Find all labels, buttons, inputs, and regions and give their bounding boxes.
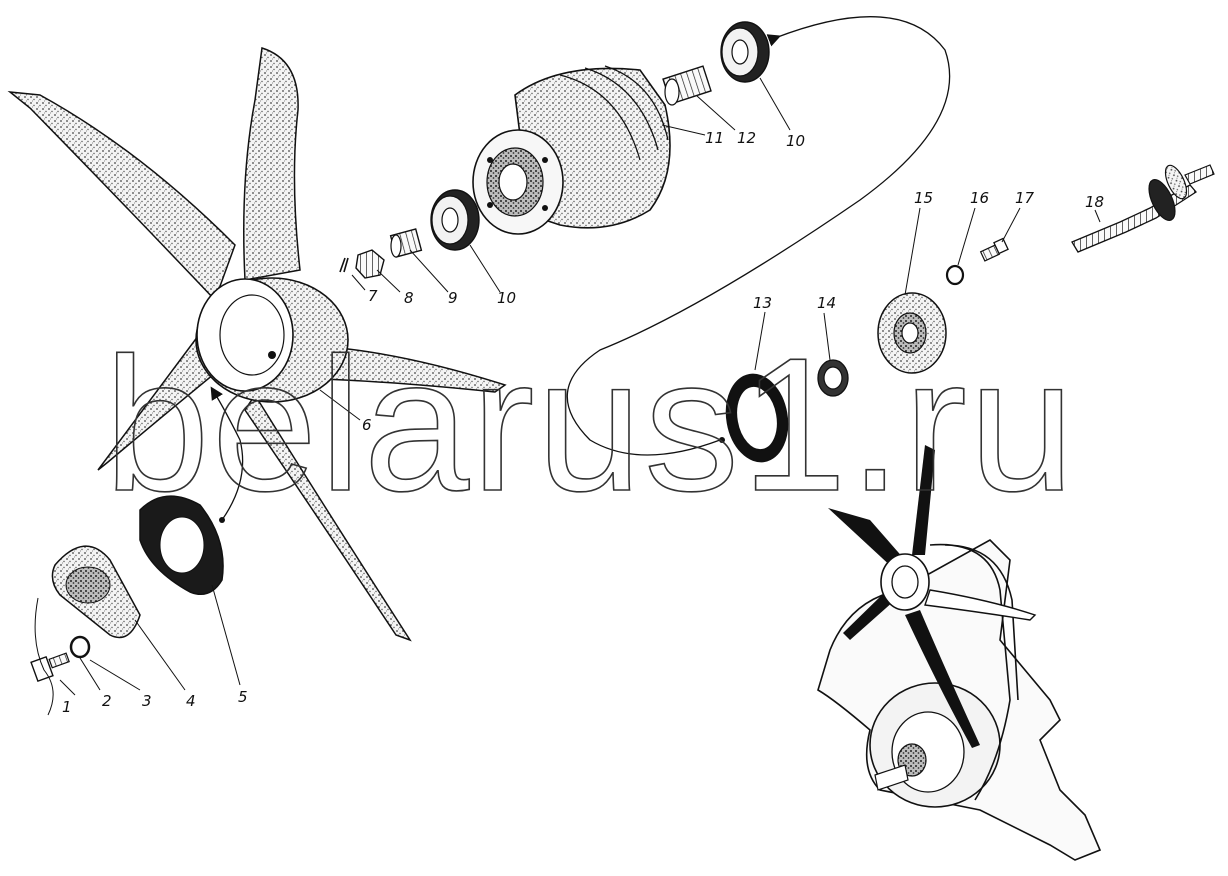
assembled-fan-blade-top (912, 445, 935, 555)
washer-part-3 (69, 635, 91, 659)
spacer-part-9 (389, 228, 423, 258)
label-part-6: 6 (362, 416, 372, 434)
fan-blade-upper-left (7, 91, 236, 302)
seal-part-13 (725, 373, 789, 463)
cover-part-4 (51, 545, 141, 639)
bearing-part-10-lower (430, 189, 480, 251)
assembly-arrow-left (210, 386, 244, 521)
label-part-10-lower: 10 (497, 289, 516, 307)
label-part-16: 16 (970, 189, 989, 207)
bolt-part-1 (30, 652, 70, 683)
label-part-17: 17 (1015, 189, 1035, 207)
label-part-10-upper: 10 (786, 132, 805, 150)
label-part-15: 15 (914, 189, 933, 207)
lock-washer-part-16 (945, 264, 965, 286)
watermark-text: belarus1.ru (104, 319, 1077, 531)
sleeve-part-12 (662, 65, 712, 106)
screw-part-17 (979, 237, 1009, 262)
leader-lines (59, 77, 1101, 696)
shaft-part-18 (1071, 164, 1215, 253)
assembled-fan-blade-bottom (905, 610, 980, 748)
assembly-arrow-top (566, 16, 951, 456)
flange-part-15 (877, 292, 947, 374)
label-part-1: 1 (62, 698, 72, 716)
fan-blade-top (243, 47, 301, 281)
castle-nut-part-8 (355, 249, 385, 279)
leader-line-1 (34, 597, 54, 716)
pulley-part-11 (472, 65, 671, 235)
drive-belt (929, 543, 1019, 801)
label-part-12: 12 (737, 129, 756, 147)
arrow-origin-dot-right (719, 437, 725, 443)
assembled-fan-blade-lower-left (843, 592, 895, 640)
fan-hub-hole (268, 351, 276, 359)
label-part-8: 8 (404, 289, 414, 307)
assembled-view (817, 445, 1102, 861)
label-part-9: 9 (448, 289, 458, 307)
assembled-fan-blade-right (924, 589, 1037, 621)
label-part-4: 4 (186, 692, 196, 710)
label-part-13: 13 (753, 294, 772, 312)
fan-blade-lower-left (97, 318, 226, 471)
label-part-14: 14 (817, 294, 836, 312)
label-part-7: 7 (368, 287, 378, 305)
fan-assembly (7, 47, 507, 642)
assembled-fan-blade-left (828, 508, 905, 570)
label-part-11: 11 (705, 129, 724, 147)
ring-part-14 (817, 359, 849, 397)
gasket-part-5 (139, 495, 224, 595)
label-part-18: 18 (1085, 193, 1104, 211)
arrow-origin-dot (219, 517, 225, 523)
label-part-5: 5 (238, 688, 248, 706)
cotter-pin-part-7 (339, 257, 349, 273)
fan-blade-bottom (244, 393, 412, 642)
label-part-2: 2 (102, 692, 112, 710)
bearing-part-10-upper (720, 21, 770, 83)
label-part-3: 3 (142, 692, 152, 710)
